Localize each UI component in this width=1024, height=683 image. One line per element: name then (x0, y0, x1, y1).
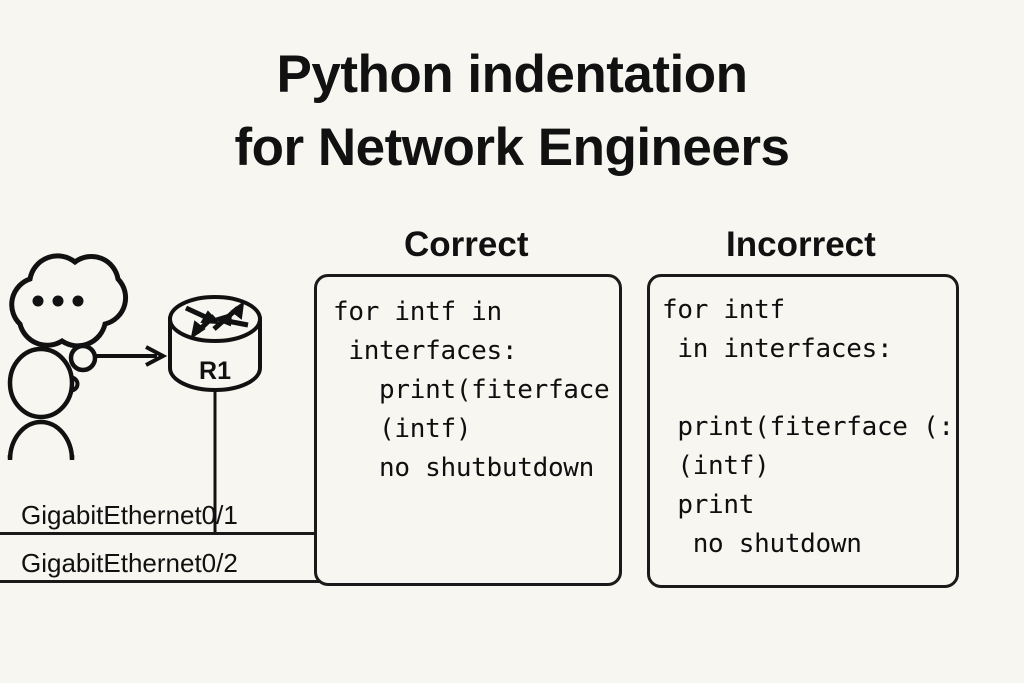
network-diagram-illustration: R1 (7, 253, 262, 532)
interface-link-line-2 (0, 580, 324, 583)
page-title: Python indentation for Network Engineers (0, 38, 1024, 184)
correct-code-box: for intf in interfaces: print(fiterface … (314, 274, 622, 586)
correct-code-text: for intf in interfaces: print(fiterface … (333, 297, 610, 483)
correct-column-heading: Correct (404, 225, 529, 264)
arrow-right-icon (93, 345, 168, 367)
page-title-line-2: for Network Engineers (234, 118, 790, 177)
incorrect-code-text: for intf in interfaces: print(fiterface … (662, 295, 954, 559)
page-title-line-1: Python indentation (276, 45, 748, 104)
router-icon: R1 (168, 295, 262, 532)
person-icon (7, 346, 75, 461)
interface-link-line-1 (0, 532, 316, 535)
interface-label-gi0-2: GigabitEthernet0/2 (21, 548, 238, 578)
interface-label-gi0-1: GigabitEthernet0/1 (21, 500, 238, 530)
router-label: R1 (199, 357, 231, 385)
incorrect-code-box: for intf in interfaces: print(fiterface … (647, 274, 959, 588)
incorrect-column-heading: Incorrect (726, 225, 876, 264)
